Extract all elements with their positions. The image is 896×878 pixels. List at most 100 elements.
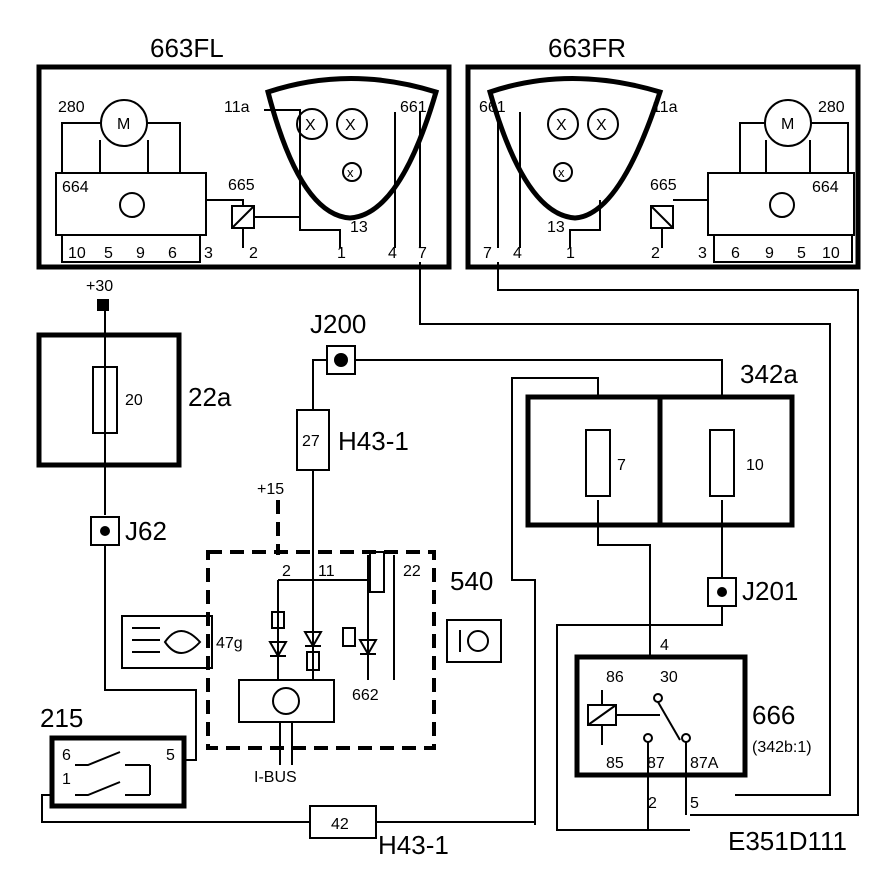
motor-label: M xyxy=(781,116,794,133)
svg-text:X: X xyxy=(556,117,567,134)
svg-text:6: 6 xyxy=(168,245,177,262)
svg-text:9: 9 xyxy=(136,245,145,262)
svg-text:2: 2 xyxy=(648,795,657,812)
svg-text:2: 2 xyxy=(651,245,660,262)
relay-666-label: 666 xyxy=(752,700,795,730)
label-13: 13 xyxy=(350,219,368,236)
wire-342a-left xyxy=(511,377,599,825)
headlamp-icon xyxy=(121,615,213,669)
svg-text:3: 3 xyxy=(698,245,707,262)
svg-text:10: 10 xyxy=(822,245,840,262)
lamp-unit-663fl: 663FL M 280 664 665 X X x 11a 661 13 10 … xyxy=(36,33,452,270)
connector-j201 xyxy=(707,577,737,607)
supply-plus30: +30 xyxy=(86,278,113,295)
supply-plus15: +15 xyxy=(257,481,284,498)
lamp-unit-663fr-label: 663FR xyxy=(548,33,626,63)
wire-fl7-to-j201 xyxy=(419,262,831,796)
svg-text:47g: 47g xyxy=(216,635,243,652)
svg-text:4: 4 xyxy=(660,637,669,654)
terminal-icon xyxy=(97,299,109,311)
bus-label: I-BUS xyxy=(254,769,297,786)
svg-text:x: x xyxy=(558,165,565,180)
svg-text:X: X xyxy=(345,117,356,134)
svg-text:5: 5 xyxy=(104,245,113,262)
fuse-10 xyxy=(709,429,735,497)
svg-text:6: 6 xyxy=(731,245,740,262)
svg-text:87: 87 xyxy=(647,755,665,772)
label-11a: 11a xyxy=(652,99,678,116)
diode-icon xyxy=(303,631,323,649)
label-665: 665 xyxy=(228,177,255,194)
connector-j62-label: J62 xyxy=(125,516,167,546)
pin-row-663fr: 7 4 1 2 3 6 9 5 10 xyxy=(483,245,840,262)
svg-text:3: 3 xyxy=(204,245,213,262)
lamp-unit-663fr: 663FR X X x 661 11a 13 M 280 664 665 7 4… xyxy=(465,33,861,270)
fusebox-22a xyxy=(36,332,182,468)
wire-j200-to-342a xyxy=(355,359,723,395)
module-540 xyxy=(206,550,436,750)
svg-text:5: 5 xyxy=(690,795,699,812)
relay-contact-icon xyxy=(657,701,681,741)
connector-h43-1-top-label: H43-1 xyxy=(338,426,409,456)
svg-text:86: 86 xyxy=(606,669,624,686)
relay-666 xyxy=(574,654,748,778)
svg-text:2: 2 xyxy=(282,563,291,580)
led-icon xyxy=(358,639,378,657)
svg-text:x: x xyxy=(347,165,354,180)
label-11a: 11a xyxy=(224,99,250,116)
label-280: 280 xyxy=(58,99,85,116)
svg-text:42: 42 xyxy=(331,816,349,833)
label-664: 664 xyxy=(812,179,839,196)
pin-row-663fl: 10 5 9 6 3 2 1 4 7 xyxy=(68,245,427,262)
svg-text:30: 30 xyxy=(660,669,678,686)
label-280: 280 xyxy=(818,99,845,116)
fuse-7 xyxy=(585,429,611,497)
sensor-icon xyxy=(769,192,795,218)
sensor-icon xyxy=(272,687,300,715)
svg-text:2: 2 xyxy=(249,245,258,262)
label-664: 664 xyxy=(62,179,89,196)
connector-j62 xyxy=(90,516,120,546)
svg-text:22: 22 xyxy=(403,563,421,580)
svg-text:85: 85 xyxy=(606,755,624,772)
label-661: 661 xyxy=(400,99,427,116)
switch-215 xyxy=(49,735,187,809)
label-13: 13 xyxy=(547,219,565,236)
svg-text:662: 662 xyxy=(352,687,379,704)
reflector-icon xyxy=(264,76,440,221)
svg-text:6: 6 xyxy=(62,747,71,764)
module-540-label: 540 xyxy=(450,566,493,596)
label-661: 661 xyxy=(479,99,506,116)
wire-fr7-to-relay xyxy=(497,262,859,816)
connector-h43-1-bottom-label: H43-1 xyxy=(378,830,449,860)
fusebox-342a-label: 342a xyxy=(740,359,798,389)
led-icon xyxy=(268,641,288,659)
fusebox-22a-label: 22a xyxy=(188,382,232,412)
svg-text:X: X xyxy=(596,117,607,134)
svg-text:10: 10 xyxy=(746,457,764,474)
svg-text:5: 5 xyxy=(166,747,175,764)
svg-text:4: 4 xyxy=(513,245,522,262)
svg-text:1: 1 xyxy=(566,245,575,262)
svg-text:27: 27 xyxy=(302,433,320,450)
svg-text:20: 20 xyxy=(125,392,143,409)
svg-text:11: 11 xyxy=(318,563,335,580)
diagram-id: E351D111 xyxy=(728,826,847,856)
lamp-switch-icon xyxy=(446,619,502,663)
svg-text:7: 7 xyxy=(617,457,626,474)
motor-label: M xyxy=(117,116,130,133)
connector-j200-label: J200 xyxy=(310,309,366,339)
connector-j201-label: J201 xyxy=(742,576,798,606)
svg-text:4: 4 xyxy=(388,245,397,262)
label-665: 665 xyxy=(650,177,677,194)
svg-text:9: 9 xyxy=(765,245,774,262)
svg-text:87A: 87A xyxy=(690,755,719,772)
relay-666-ref: (342b:1) xyxy=(752,739,812,756)
lamp-unit-663fl-label: 663FL xyxy=(150,33,224,63)
wire-j201-to-relay xyxy=(556,500,723,831)
svg-text:5: 5 xyxy=(797,245,806,262)
svg-text:7: 7 xyxy=(483,245,492,262)
switch-215-label: 215 xyxy=(40,703,83,733)
svg-text:1: 1 xyxy=(62,771,71,788)
